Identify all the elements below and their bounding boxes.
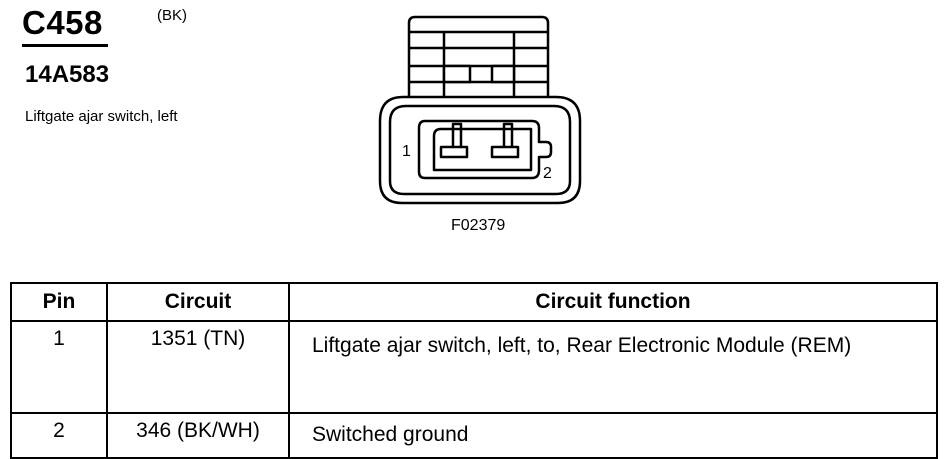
- table-row: 1 1351 (TN) Liftgate ajar switch, left, …: [10, 320, 938, 414]
- cell-circuit: 1351 (TN): [106, 320, 290, 414]
- pinout-table: Pin Circuit Circuit function 1 1351 (TN)…: [10, 282, 938, 459]
- header-pin: Pin: [10, 282, 108, 322]
- pin-label-1: 1: [402, 143, 411, 160]
- connector-id-underline: [22, 44, 108, 47]
- pin-label-2: 2: [543, 165, 552, 182]
- cell-circuit-function: Switched ground: [288, 412, 938, 459]
- header-circuit-function: Circuit function: [288, 282, 938, 322]
- connector-id: C458: [22, 4, 103, 41]
- table-row: 2 346 (BK/WH) Switched ground: [10, 412, 938, 459]
- cell-pin: 2: [10, 412, 108, 459]
- connector-face-diagram: [378, 15, 582, 205]
- table-header-row: Pin Circuit Circuit function: [10, 282, 938, 322]
- cell-pin: 1: [10, 320, 108, 414]
- cell-circuit-function: Liftgate ajar switch, left, to, Rear Ele…: [288, 320, 938, 414]
- figure-id: F02379: [451, 217, 506, 234]
- connector-color: (BK): [157, 7, 187, 24]
- connector-latch: [407, 15, 550, 97]
- cell-circuit: 346 (BK/WH): [106, 412, 290, 459]
- pin-cavity: [417, 119, 553, 180]
- header-circuit: Circuit: [106, 282, 290, 322]
- part-number: 14A583: [25, 61, 110, 88]
- connector-body: [378, 95, 582, 205]
- connector-description: Liftgate ajar switch, left: [25, 108, 178, 125]
